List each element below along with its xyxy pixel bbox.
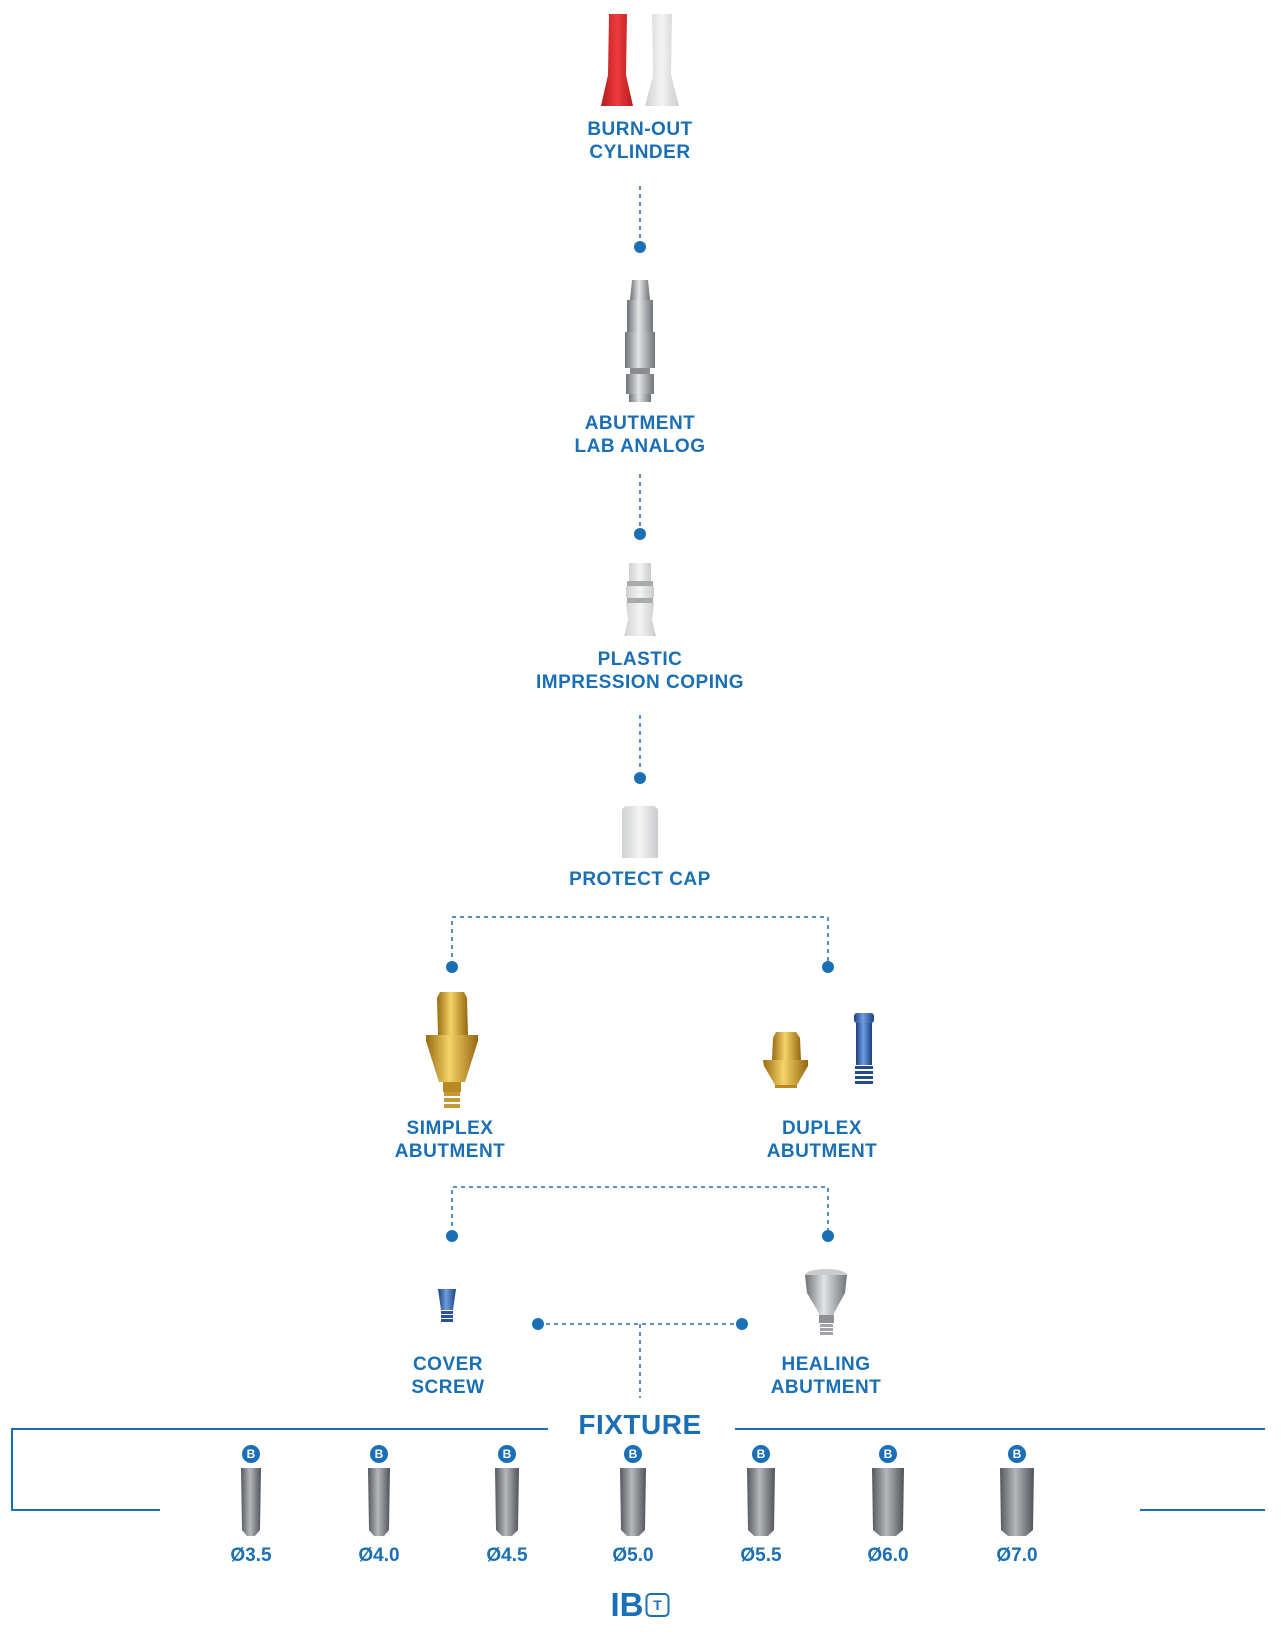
fixture-implant-5-5 — [747, 1468, 775, 1536]
brand-text: IB — [610, 1586, 644, 1623]
fixture-diameter: Ø5.5 — [740, 1545, 782, 1566]
bone-level-badge: B — [752, 1445, 770, 1463]
fixture-title: FIXTURE — [578, 1409, 702, 1440]
fixture-implant-7-0 — [1000, 1468, 1034, 1536]
label-line: PLASTIC — [597, 649, 683, 670]
label-line: IMPRESSION COPING — [535, 672, 745, 693]
brand-mark: T — [645, 1593, 670, 1617]
bone-level-badge: B — [879, 1445, 897, 1463]
fixture-implant-6-0 — [872, 1468, 904, 1536]
healing-abutment-image — [805, 1269, 847, 1335]
label-line: LAB ANALOG — [574, 436, 706, 457]
label-line: BURN-OUT — [587, 119, 693, 140]
label-plastic-impression-coping: PLASTIC IMPRESSION COPING — [536, 648, 744, 694]
lab-analog-image — [625, 280, 655, 402]
fixture-bracket — [11, 1428, 1265, 1511]
fixture-implant-5-0 — [620, 1468, 646, 1536]
label-line: ABUTMENT — [394, 1141, 506, 1162]
fixture-implant-3-5 — [241, 1468, 261, 1536]
fixture-diameter: Ø7.0 — [996, 1545, 1038, 1566]
fixture-diameter: Ø4.5 — [486, 1545, 528, 1566]
label-abutment-lab-analog: ABUTMENT LAB ANALOG — [575, 412, 706, 458]
fixture-diameter: Ø5.0 — [612, 1545, 654, 1566]
bone-level-badge: B — [624, 1445, 642, 1463]
label-line: PROTECT CAP — [569, 869, 711, 890]
connector-lines — [451, 186, 829, 1398]
impression-coping-image — [624, 563, 656, 636]
label-simplex-abutment: SIMPLEX ABUTMENT — [395, 1117, 506, 1163]
bone-level-badge: B — [242, 1445, 260, 1463]
fixture-diameter: Ø4.0 — [358, 1545, 400, 1566]
label-healing-abutment: HEALING ABUTMENT — [771, 1353, 882, 1399]
protect-cap-image — [622, 806, 658, 858]
label-line: HEALING — [781, 1354, 871, 1375]
label-line: ABUTMENT — [584, 413, 696, 434]
fixture-diameter: Ø3.5 — [230, 1545, 272, 1566]
label-cover-screw: COVER SCREW — [411, 1353, 484, 1399]
label-line: DUPLEX — [781, 1118, 863, 1139]
label-line: COVER — [412, 1354, 484, 1375]
label-line: ABUTMENT — [770, 1377, 882, 1398]
fixture-diameter: Ø6.0 — [867, 1545, 909, 1566]
label-line: SIMPLEX — [406, 1118, 494, 1139]
duplex-abutment-image — [763, 1013, 874, 1088]
label-duplex-abutment: DUPLEX ABUTMENT — [767, 1117, 878, 1163]
burnout-cylinder-image — [601, 14, 679, 106]
fixture-implant-4-0 — [368, 1468, 390, 1536]
cover-screw-image — [438, 1289, 456, 1322]
label-line: CYLINDER — [589, 142, 691, 163]
bone-level-badge: B — [370, 1445, 388, 1463]
bone-level-badge: B — [498, 1445, 516, 1463]
fixture-implants — [241, 1468, 1034, 1536]
label-line: SCREW — [411, 1377, 485, 1398]
connector-dots — [446, 241, 834, 1330]
label-burnout-cylinder: BURN-OUT CYLINDER — [587, 118, 692, 164]
label-protect-cap: PROTECT CAP — [569, 868, 711, 891]
simplex-abutment-image — [426, 992, 478, 1108]
bone-level-badge: B — [1008, 1445, 1026, 1463]
label-line: ABUTMENT — [766, 1141, 878, 1162]
fixture-implant-4-5 — [495, 1468, 519, 1536]
